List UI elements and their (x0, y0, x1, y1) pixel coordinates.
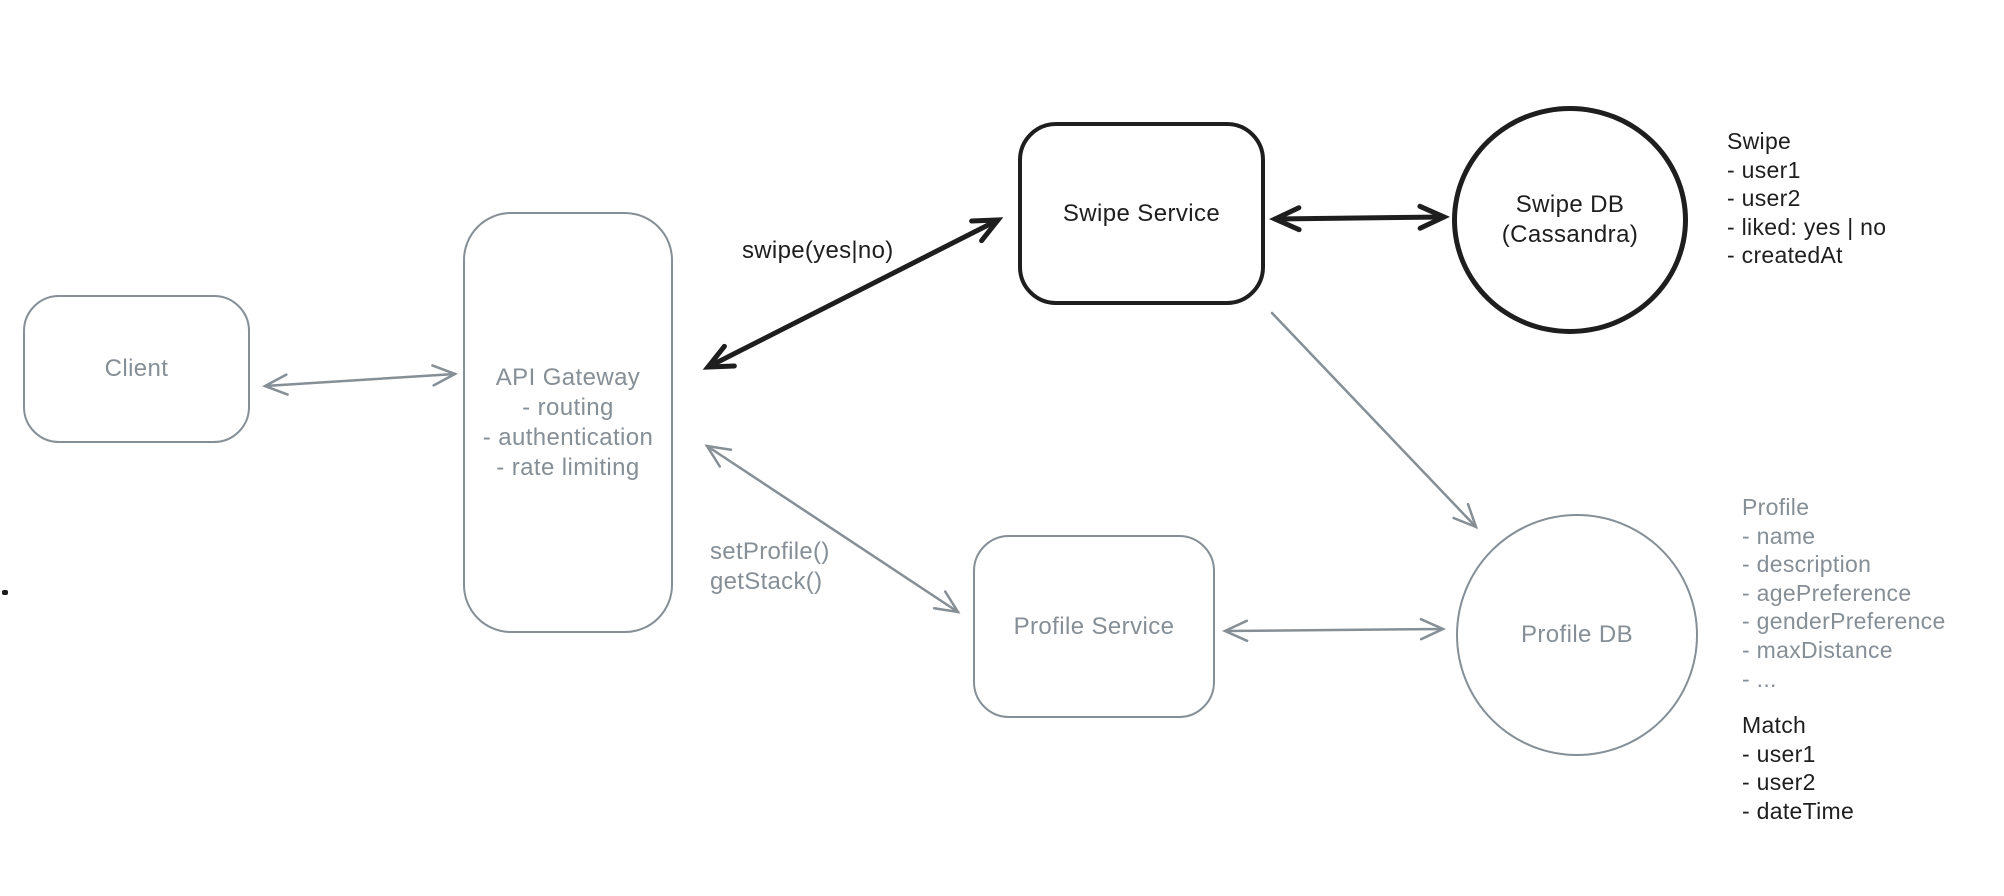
arrow-swipe-service-profile-db (1270, 311, 1479, 530)
get-stack-label: getStack() (710, 568, 823, 595)
swipe-schema-item: - user2 (1727, 185, 1801, 212)
profile-schema-item: - name (1742, 522, 1816, 549)
profile-schema-item: - agePreference (1742, 579, 1912, 606)
swipe-db-node: Swipe DB (Cassandra) (1452, 106, 1688, 334)
swipe-schema-item: - user1 (1727, 156, 1801, 183)
swipe-db-subtitle: (Cassandra) (1501, 221, 1639, 248)
match-schema: Match - user1 - user2 - dateTime (1742, 711, 1854, 825)
swipe-db-title: Swipe DB (1515, 191, 1625, 218)
api-gateway-item: - rate limiting (496, 453, 640, 481)
arrow-swipe-service-swipe-db (1269, 203, 1450, 233)
client-label: Client (104, 355, 169, 382)
api-gateway-title: API Gateway (495, 363, 641, 391)
match-schema-item: - user1 (1742, 740, 1816, 767)
swipe-db-text: Swipe DB (Cassandra) (1502, 190, 1638, 250)
swipe-service-node: Swipe Service (1018, 122, 1265, 305)
match-schema-title: Match (1742, 712, 1807, 738)
profile-schema-title: Profile (1742, 494, 1810, 520)
swipe-schema: Swipe - user1 - user2 - liked: yes | no … (1727, 127, 1886, 270)
match-schema-item: - dateTime (1742, 797, 1855, 824)
match-schema-item: - user2 (1742, 769, 1816, 796)
profile-schema-item: - ... (1742, 665, 1777, 692)
api-gateway-node: API Gateway - routing - authentication -… (463, 212, 673, 633)
stray-ink-dot (2, 590, 8, 595)
api-gateway-item: - routing (522, 393, 614, 421)
api-gateway-text: API Gateway - routing - authentication -… (483, 363, 654, 483)
client-node: Client (23, 295, 250, 443)
profile-calls-label: setProfile() getStack() (710, 537, 830, 597)
arrow-profile-service-profile-db (1221, 617, 1447, 643)
swipe-call-label: swipe(yes|no) (742, 237, 894, 264)
swipe-schema-title: Swipe (1727, 128, 1792, 154)
swipe-service-label: Swipe Service (1062, 199, 1221, 227)
profile-db-node: Profile DB (1456, 514, 1698, 756)
arrow-client-api-gateway (261, 364, 459, 396)
profile-schema-item: - maxDistance (1742, 636, 1893, 663)
set-profile-label: setProfile() (710, 538, 830, 565)
profile-service-node: Profile Service (973, 535, 1215, 718)
profile-db-label: Profile DB (1520, 621, 1634, 648)
profile-schema: Profile - name - description - agePrefer… (1742, 493, 1946, 693)
profile-schema-item: - description (1742, 551, 1872, 578)
profile-schema-item: - genderPreference (1742, 608, 1946, 635)
api-gateway-item: - authentication (482, 423, 654, 451)
swipe-schema-item: - liked: yes | no (1727, 213, 1887, 240)
profile-service-label: Profile Service (1013, 612, 1175, 640)
swipe-schema-item: - createdAt (1727, 242, 1843, 269)
